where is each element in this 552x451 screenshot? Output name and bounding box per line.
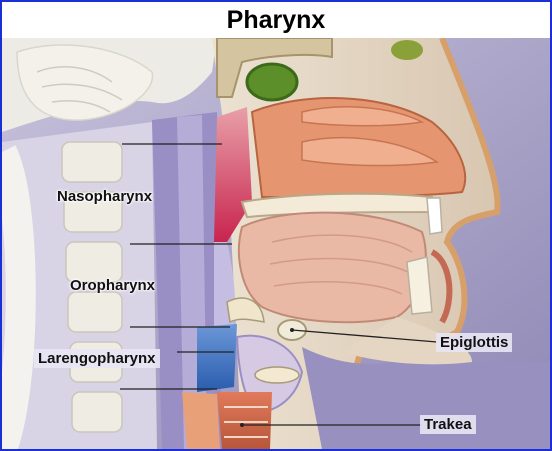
leader-dot-trakea (240, 423, 244, 427)
frontal-sinus (391, 40, 423, 60)
esophagus (182, 392, 220, 449)
upper-teeth (427, 198, 442, 234)
larengopharynx-region (197, 324, 237, 392)
label-epiglottis: Epiglottis (436, 333, 512, 352)
diagram-title: Pharynx (2, 2, 550, 38)
label-nasopharynx: Nasopharynx (57, 188, 152, 205)
leader-dot-epiglottis (290, 328, 294, 332)
label-oropharynx: Oropharynx (70, 277, 155, 294)
thyroid-cartilage (255, 367, 299, 383)
sphenoid-sinus (247, 64, 297, 100)
anatomy-illustration (2, 38, 550, 449)
lower-teeth (407, 257, 432, 314)
label-trakea: Trakea (420, 415, 476, 434)
trachea (217, 392, 272, 449)
label-larengopharynx: Larengopharynx (34, 349, 160, 368)
